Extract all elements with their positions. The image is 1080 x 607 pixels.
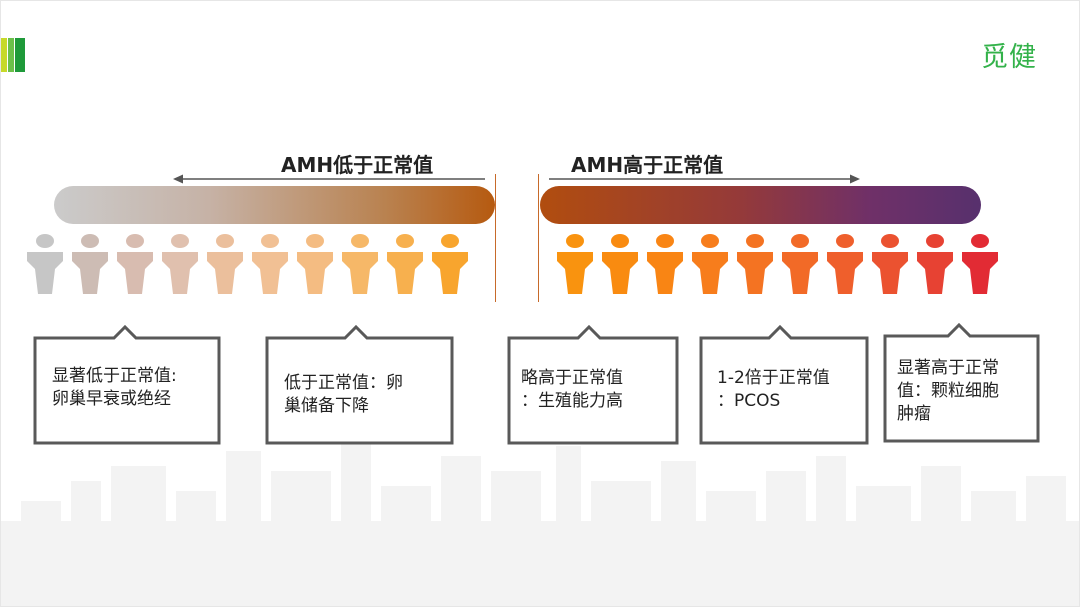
person-icon <box>117 234 153 294</box>
amh-low-gradient-bar <box>54 186 495 224</box>
arrow-right-icon <box>850 174 860 184</box>
arrow-left-icon <box>173 174 183 184</box>
person-icon <box>827 234 863 294</box>
person-icon <box>737 234 773 294</box>
callout-text-1: 显著低于正常值:卵巢早衰或绝经 <box>52 366 177 409</box>
person-icon <box>207 234 243 294</box>
heading-amh-low: AMH低于正常值 <box>281 153 434 177</box>
brand-logo: 觅健 <box>981 42 1037 73</box>
callout-text-5: 显著高于正常值：颗粒细胞肿瘤 <box>897 358 999 424</box>
amh-high-gradient-bar <box>540 186 981 224</box>
divider-right <box>538 174 539 302</box>
callout-text-2: 低于正常值：卵巢储备下降 <box>284 373 403 416</box>
callout-text-3: 略高于正常值：生殖能力高 <box>521 368 623 411</box>
person-icon <box>557 234 593 294</box>
callout-box-4 <box>699 324 869 445</box>
callout-text-4: 1-2倍于正常值：PCOS <box>717 368 830 411</box>
person-icon <box>602 234 638 294</box>
divider-left <box>495 174 496 302</box>
person-icon <box>872 234 908 294</box>
heading-amh-high: AMH高于正常值 <box>571 153 724 177</box>
person-icon <box>342 234 378 294</box>
person-icon <box>432 234 468 294</box>
person-icon <box>962 234 998 294</box>
callout-box-3 <box>507 324 679 445</box>
accent-bar <box>1 38 25 72</box>
person-icon <box>252 234 288 294</box>
person-icon <box>162 234 198 294</box>
person-icon <box>692 234 728 294</box>
person-icon <box>647 234 683 294</box>
callout-box-5 <box>883 322 1040 443</box>
person-icon <box>297 234 333 294</box>
person-icon <box>387 234 423 294</box>
person-icon <box>782 234 818 294</box>
person-icon <box>72 234 108 294</box>
person-icon <box>27 234 63 294</box>
callout-box-2 <box>265 324 454 445</box>
callout-box-1 <box>33 324 221 445</box>
person-icon <box>917 234 953 294</box>
